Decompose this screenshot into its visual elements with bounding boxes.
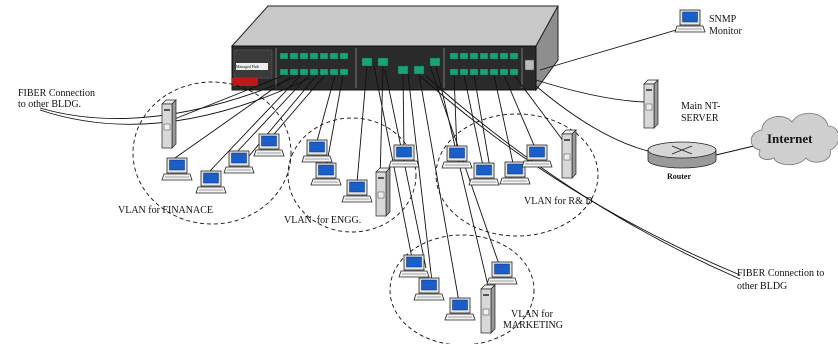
vlan-marketing-label-line2: MARKETING <box>503 320 563 331</box>
engg-computer-icon <box>310 162 342 186</box>
cloud-icon <box>750 113 838 166</box>
main-nt-server-icon <box>643 79 659 129</box>
rd-computer-icon <box>468 162 500 186</box>
rd-computer-icon <box>521 144 553 168</box>
marketing-computer-icon <box>444 297 476 321</box>
rd-server-icon <box>561 129 577 179</box>
fiber-right-label-line1: FIBER Connection to <box>737 268 825 279</box>
vlan-marketing-label-line1: VLAN for <box>511 309 553 320</box>
vlan-rd-boundary <box>435 113 599 237</box>
fiber-left-label-line1: FIBER Connection <box>18 88 95 99</box>
engg-computer-icon <box>301 139 333 163</box>
fiber-left-label-line2: to other BLDG. <box>18 99 82 110</box>
snmp-label-line1: SNMP <box>709 14 737 25</box>
snmp-monitor-computer-icon <box>674 9 706 33</box>
engg-computer-icon <box>341 179 373 203</box>
vlan-finance-label: VLAN for FINANACE <box>118 205 213 216</box>
finance-computer-icon <box>161 157 193 181</box>
finance-computer-icon <box>223 150 255 174</box>
finance-computer-icon <box>195 170 227 194</box>
marketing-computer-icon <box>413 277 445 301</box>
main-server-label-line2: SERVER <box>681 113 719 124</box>
marketing-server-icon <box>480 284 496 334</box>
router-icon <box>647 141 717 169</box>
fiber-right-label-line2: other BLDG <box>737 281 788 292</box>
vlan-rd-label: VLAN for R& D <box>524 196 593 207</box>
engg-computer-icon <box>388 144 420 168</box>
vlan-finance-boundary <box>132 81 292 225</box>
vlan-marketing-boundary <box>389 234 535 344</box>
marketing-computer-icon <box>486 261 518 285</box>
marketing-computer-icon <box>398 254 430 278</box>
switch-badge-label: Managed Hub <box>236 64 259 69</box>
router-label: Router <box>667 172 691 181</box>
switch-icon <box>230 5 559 92</box>
vlan-engg-boundary <box>287 117 417 233</box>
vlan-engg-label: VLAN for ENGG. <box>284 215 362 226</box>
internet-label: Internet <box>767 131 813 146</box>
main-server-label-line1: Main NT- <box>681 101 721 112</box>
finance-server-icon <box>161 99 177 149</box>
snmp-label-line2: Monitor <box>709 26 742 37</box>
rd-computer-icon <box>441 145 473 169</box>
engg-server-icon <box>375 167 391 217</box>
